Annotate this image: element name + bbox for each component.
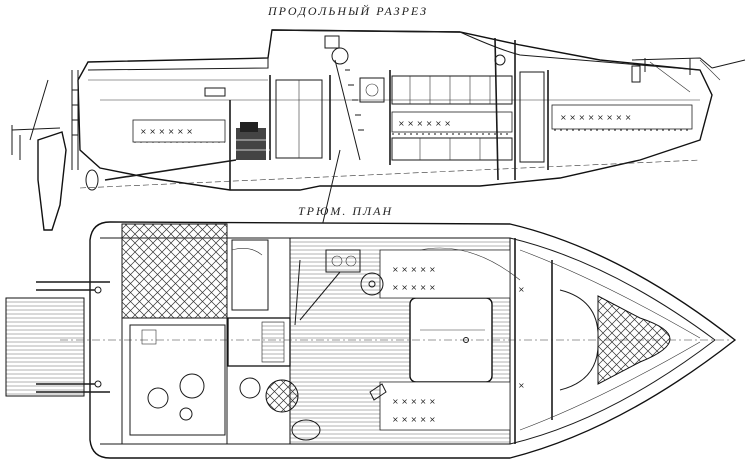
svg-text:× × × × ×: × × × × × (392, 397, 436, 406)
svg-text:× × × × × × × ×: × × × × × × × × (560, 113, 631, 122)
lazarette (129, 324, 226, 436)
svg-text:× × × × × ×: × × × × × × (398, 119, 451, 128)
galley-stove (325, 249, 361, 273)
waterline (79, 159, 701, 189)
port-settee (379, 249, 511, 299)
svg-text:× × × × ×: × × × × × (392, 415, 436, 424)
hatch-grid (265, 379, 299, 413)
bow-fitting (631, 65, 641, 83)
hatch-round (331, 47, 349, 65)
svg-text:×: × (518, 381, 525, 390)
section-title: ПРОДОЛЬНЫЙ РАЗРЕЗ (268, 4, 429, 18)
mast-step (494, 54, 506, 66)
plan-title: ТРЮМ. ПЛАН (298, 204, 394, 218)
prop-shaft (104, 159, 237, 181)
keel-line (319, 149, 341, 236)
lower-drawers (391, 137, 513, 161)
svg-text:×: × (518, 285, 525, 294)
swim-platform (5, 297, 85, 397)
upper-cabinets (391, 75, 513, 105)
hanging-locker (519, 71, 545, 163)
engine (232, 122, 270, 160)
hull-profile (77, 29, 713, 191)
svg-text:× × × × × ×: × × × × × × (140, 127, 193, 136)
hold-plan: × × × × × × × × × × × × × × × × × × × × … (5, 221, 737, 459)
svg-text:× × × × ×: × × × × × (392, 265, 436, 274)
toilet (239, 377, 261, 399)
hatch-window (324, 35, 340, 49)
propeller (85, 169, 99, 191)
stove (359, 77, 385, 103)
port-window (204, 87, 226, 97)
galley-sink (360, 272, 384, 296)
steps (261, 321, 285, 363)
vberth (597, 295, 671, 385)
svg-text:× × × × ×: × × × × × (392, 283, 436, 292)
cockpit-sole (121, 223, 228, 319)
wash-basin (291, 419, 321, 441)
starboard-settee (379, 381, 511, 431)
rudder (37, 131, 67, 231)
longitudinal-section: × × × × × × × × × × × × × × × × × × × × (11, 29, 746, 236)
